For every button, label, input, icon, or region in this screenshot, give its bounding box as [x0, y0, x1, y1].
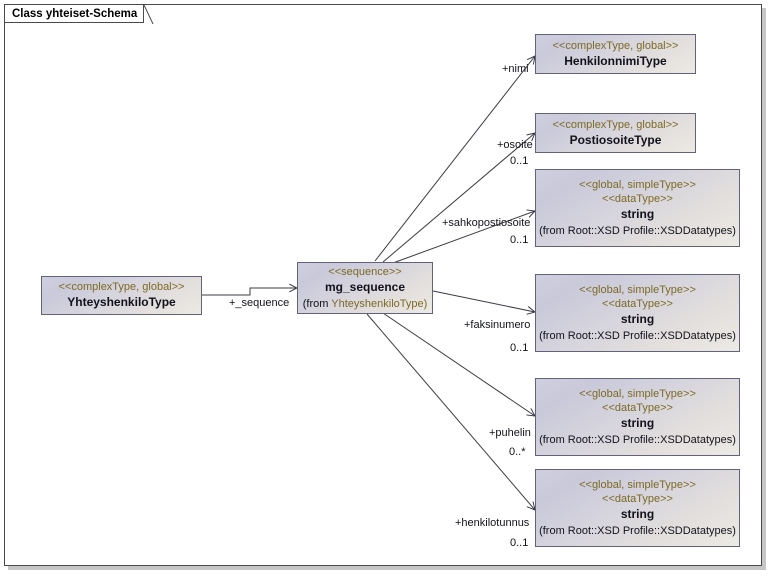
diagram-frame: Class yhteiset-Schema <<complexType, glo…: [4, 4, 762, 566]
class-box-string-puhelin[interactable]: <<global, simpleType>> <<dataType>> stri…: [535, 378, 740, 456]
class-name: HenkilonnimiType: [564, 53, 667, 68]
class-box-string-henkilotunnus[interactable]: <<global, simpleType>> <<dataType>> stri…: [535, 469, 740, 547]
edge-label-sequence: +_sequence: [229, 297, 290, 309]
class-box-yhteyshenkilotype[interactable]: <<complexType, global>> YhteyshenkiloTyp…: [41, 276, 202, 315]
class-box-string-faksinumero[interactable]: <<global, simpleType>> <<dataType>> stri…: [535, 274, 740, 352]
edge-label-nimi: +nimi: [502, 63, 529, 75]
class-name: string: [620, 312, 655, 327]
class-from: (from Root::XSD Profile::XSDDatatypes): [539, 524, 736, 537]
class-stereotype: <<global, simpleType>>: [579, 284, 696, 297]
frame-tab-corner: [144, 5, 154, 24]
class-name: string: [620, 207, 655, 222]
class-stereotype: <<complexType, global>>: [58, 281, 185, 294]
class-stereotype-datatype: <<dataType>>: [602, 298, 673, 311]
class-stereotype-datatype: <<dataType>>: [602, 493, 673, 506]
edge-label-henkilotunnus: +henkilotunnus: [455, 517, 530, 529]
class-name: YhteyshenkiloType: [67, 295, 176, 310]
class-from-prefix: (from: [302, 297, 332, 310]
class-stereotype-datatype: <<dataType>>: [602, 402, 673, 415]
class-stereotype-datatype: <<dataType>>: [602, 193, 673, 206]
connector-faksinumero: [432, 290, 535, 312]
class-name: string: [620, 416, 655, 431]
class-stereotype: <<complexType, global>>: [552, 118, 679, 131]
frame-title: Class yhteiset-Schema: [12, 7, 138, 20]
class-box-mg-sequence[interactable]: <<sequence>> mg_sequence (from Yhteyshen…: [297, 262, 433, 314]
class-from: (from Root::XSD Profile::XSDDatatypes): [539, 433, 736, 446]
edge-mult-henkilotunnus: 0..1: [510, 537, 529, 549]
class-stereotype: <<sequence>>: [328, 266, 402, 279]
class-box-postiosoitetype[interactable]: <<complexType, global>> PostiosoiteType: [535, 113, 696, 153]
class-from: (from Root::XSD Profile::XSDDatatypes): [539, 224, 736, 237]
class-stereotype: <<global, simpleType>>: [579, 479, 696, 492]
class-stereotype: <<complexType, global>>: [552, 39, 679, 52]
class-box-string-sahkopostiosoite[interactable]: <<global, simpleType>> <<dataType>> stri…: [535, 169, 740, 247]
edge-label-osoite: +osoite: [497, 139, 533, 151]
class-stereotype: <<global, simpleType>>: [579, 388, 696, 401]
class-box-henkilonnimitype[interactable]: <<complexType, global>> HenkilonnimiType: [535, 34, 696, 74]
edge-mult-osoite: 0..1: [510, 155, 529, 167]
class-name: mg_sequence: [324, 280, 406, 295]
class-from: (from Root::XSD Profile::XSDDatatypes): [539, 329, 736, 342]
class-name: string: [620, 507, 655, 522]
edge-label-sahkopostiosoite: +sahkopostiosoite: [442, 217, 531, 229]
class-from: (from YhteyshenkiloType): [303, 297, 428, 311]
edge-label-faksinumero: +faksinumero: [464, 319, 531, 331]
edge-mult-sahkopostiosoite: 0..1: [510, 234, 529, 246]
frame-title-tab: Class yhteiset-Schema: [5, 5, 145, 23]
edge-mult-faksinumero: 0..1: [510, 342, 529, 354]
class-from-package: YhteyshenkiloType): [331, 297, 428, 310]
class-stereotype: <<global, simpleType>>: [579, 179, 696, 192]
connector-sequence: [202, 288, 297, 296]
edge-mult-puhelin: 0..*: [509, 446, 526, 458]
edge-label-puhelin: +puhelin: [489, 427, 531, 439]
class-name: PostiosoiteType: [569, 132, 662, 147]
